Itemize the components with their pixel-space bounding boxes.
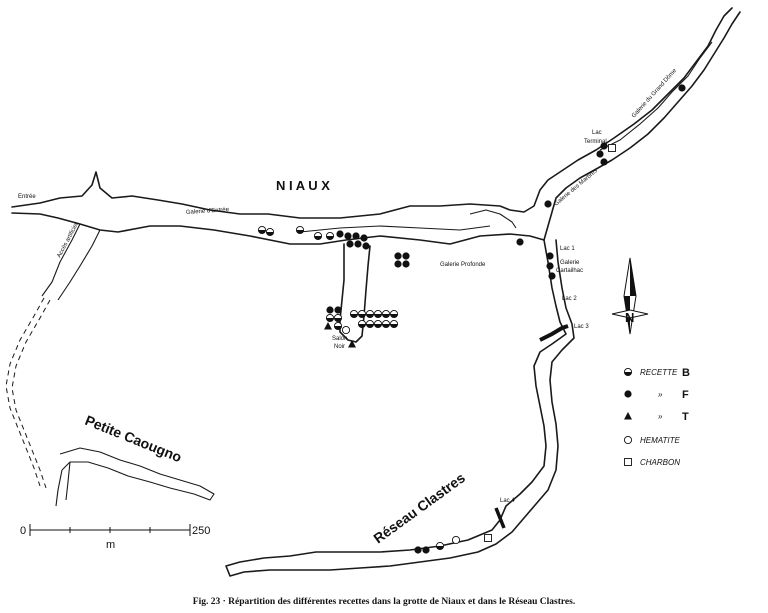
- scale-end: 250: [192, 525, 210, 537]
- petite-caougno-outline: [55, 447, 215, 507]
- marker-f: [596, 150, 604, 158]
- trail-dashed: [5, 297, 45, 487]
- north-arrow: N: [611, 257, 649, 335]
- marker-b: [357, 309, 367, 319]
- lac4-deposit: [494, 507, 506, 529]
- marker-b: [357, 319, 367, 329]
- marker-f: [544, 200, 552, 208]
- marker-f: [600, 142, 608, 150]
- legend-b: B: [682, 367, 690, 379]
- lac4-label: Lac 4: [500, 498, 515, 504]
- recipe-markers: [257, 84, 686, 554]
- legend-ditto: »: [658, 390, 663, 399]
- marker-f: [414, 546, 422, 554]
- lac-terminal-label-2: Terminal: [584, 139, 607, 145]
- legend-charbon: CHARBON: [640, 458, 680, 467]
- legend: RECETTE B » F » T HEMATITE CHARBON: [623, 367, 690, 467]
- marker-f: [600, 158, 608, 166]
- marker-b: [373, 309, 383, 319]
- legend-b-icon: [623, 367, 633, 377]
- salon-noir-label-1: Salon: [332, 336, 347, 342]
- lac2-label: Lac 2: [562, 296, 577, 302]
- marker-f: [546, 252, 554, 260]
- marker-b: [365, 309, 375, 319]
- legend-c-icon: [624, 458, 632, 466]
- marker-b: [349, 309, 359, 319]
- marker-t: [324, 322, 332, 330]
- marker-b: [435, 541, 445, 551]
- marker-f: [326, 306, 334, 314]
- marker-b: [389, 319, 399, 329]
- legend-t: T: [682, 411, 689, 423]
- marker-b: [381, 309, 391, 319]
- entree-label: Entrée: [18, 194, 36, 200]
- legend-f-icon: [624, 390, 632, 398]
- marker-f: [394, 252, 402, 260]
- marker-f: [546, 262, 554, 270]
- lac1-label: Lac 1: [560, 246, 575, 252]
- galerie-cartailhac-label-2: Cartailhac: [556, 268, 583, 274]
- marker-b: [333, 313, 343, 323]
- marker-f: [394, 260, 402, 268]
- marker-b: [313, 231, 323, 241]
- galerie-entree-label: Galerie d'Entrée: [186, 207, 230, 216]
- galerie-profonde-label: Galerie Profonde: [440, 262, 486, 268]
- marker-f: [346, 240, 354, 248]
- marker-f: [352, 232, 360, 240]
- marker-f: [516, 238, 524, 246]
- galerie-cartailhac-label-1: Galerie: [560, 260, 580, 266]
- marker-b: [333, 321, 343, 331]
- lac3-deposit: [539, 324, 569, 342]
- petite-caougno-label: Petite Caougno: [83, 412, 184, 465]
- marker-f: [336, 230, 344, 238]
- marker-b: [265, 227, 275, 237]
- scale-unit: m: [106, 539, 115, 551]
- legend-hematite: HEMATITE: [640, 436, 681, 445]
- trail-dashed-2: [11, 299, 51, 489]
- lac3-label: Lac 3: [574, 324, 589, 330]
- scale-start: 0: [20, 525, 26, 537]
- marker-f: [402, 260, 410, 268]
- marker-b: [373, 319, 383, 329]
- marker-h: [451, 535, 461, 545]
- clastres-cave-outline: [225, 239, 575, 577]
- legend-ditto2: »: [658, 412, 663, 421]
- marker-f: [678, 84, 686, 92]
- niaux-label: N I A U X: [276, 178, 330, 193]
- reseau-clastres-label: Réseau Clastres: [370, 469, 468, 546]
- legend-h-icon: [623, 435, 633, 445]
- legend-recette: RECETTE: [640, 368, 678, 377]
- niaux-cave-outline: [11, 7, 741, 343]
- marker-f: [422, 546, 430, 554]
- legend-f: F: [682, 389, 689, 401]
- legend-t-icon: [624, 412, 632, 420]
- figure-caption: Fig. 23 · Répartition des différentes re…: [192, 597, 576, 607]
- marker-b: [389, 309, 399, 319]
- marker-f: [548, 272, 556, 280]
- marker-c: [484, 534, 492, 542]
- marker-f: [344, 232, 352, 240]
- marker-b: [381, 319, 391, 329]
- marker-h: [341, 325, 351, 335]
- scale-bar: 0 250 m: [20, 524, 210, 551]
- marker-f: [334, 306, 342, 314]
- marker-b: [295, 225, 305, 235]
- marker-f: [402, 252, 410, 260]
- north-letter: N: [625, 310, 634, 325]
- acces-artificiel-label: Accès artificiel: [56, 222, 79, 259]
- lac-terminal-label-1: Lac: [592, 130, 602, 136]
- marker-f: [354, 240, 362, 248]
- marker-f: [362, 242, 370, 250]
- marker-f: [360, 234, 368, 242]
- marker-b: [325, 313, 335, 323]
- salon-noir-label-2: Noir: [334, 344, 345, 350]
- marker-b: [365, 319, 375, 329]
- marker-c: [608, 144, 616, 152]
- marker-b: [257, 225, 267, 235]
- galerie-marbres-label: Galerie des Marbres: [553, 168, 598, 208]
- marker-b: [325, 231, 335, 241]
